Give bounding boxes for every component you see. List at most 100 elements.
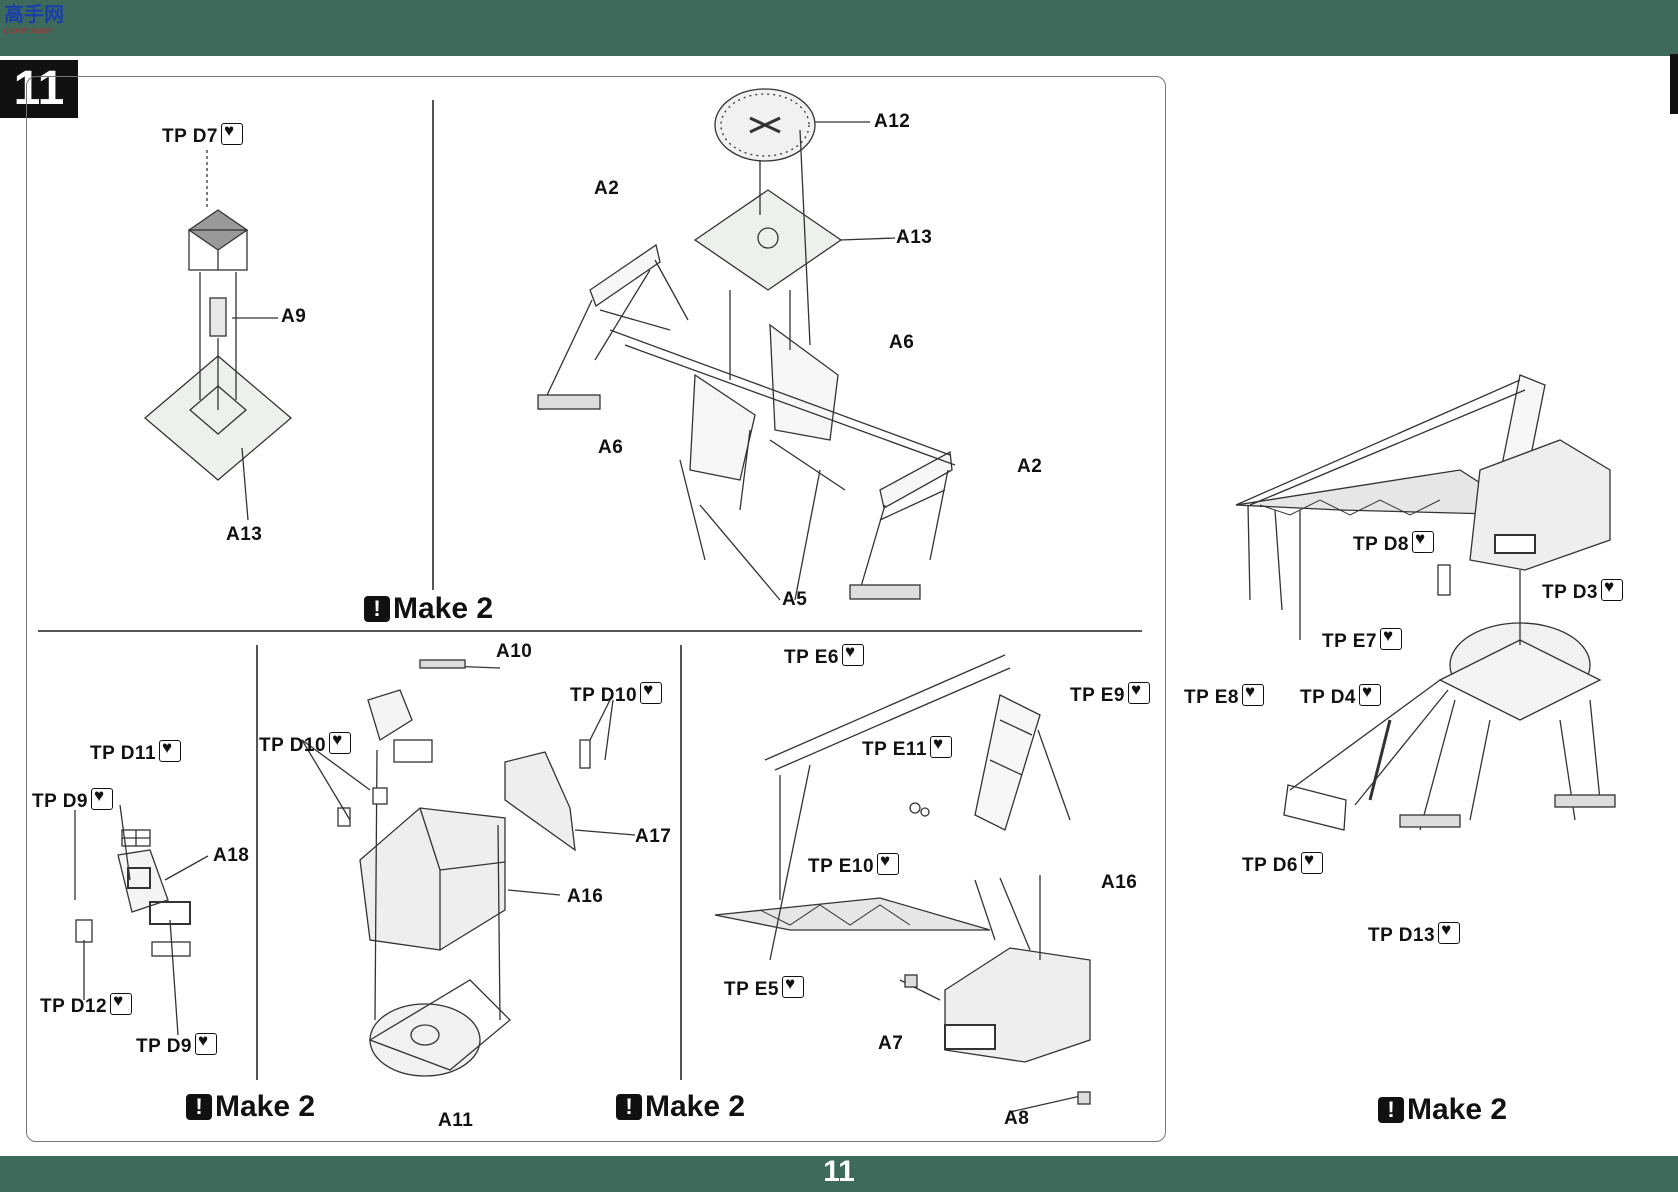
broken-heart-icon: [1127, 680, 1150, 704]
label-text: TP D10: [259, 735, 327, 756]
gantry-subassembly: [537, 88, 956, 601]
label-a7: A7: [878, 1033, 904, 1054]
broken-heart-icon: [1412, 529, 1435, 553]
logo-main-text: 高手网: [4, 4, 64, 26]
broken-heart-icon: [91, 786, 114, 810]
binding-edge-mark: [1670, 54, 1678, 114]
label-text: TP D9: [32, 791, 89, 812]
broken-heart-icon: [221, 121, 244, 145]
label-tp-e10: TP E10: [808, 851, 900, 878]
make-2-note: !Make 2: [364, 592, 493, 626]
label-a13-left: A13: [226, 524, 263, 545]
label-a18: A18: [213, 845, 250, 866]
label-text: TP D10: [570, 685, 638, 706]
site-logo: 高手网 gao-shou.com: [4, 4, 68, 36]
label-tp-d3: TP D3: [1542, 577, 1624, 604]
broken-heart-icon: [1241, 682, 1264, 706]
label-tp-d6: TP D6: [1242, 850, 1324, 877]
label-text: TP E11: [862, 739, 927, 760]
label-tp-d11: TP D11: [90, 738, 182, 765]
label-text: TP E9: [1070, 685, 1125, 706]
header-band: [0, 0, 1678, 56]
logo-sub-text: gao-shou.com: [4, 26, 55, 35]
broken-heart-icon: [1359, 682, 1382, 706]
label-text: TP D13: [1368, 925, 1436, 946]
make-2-note: !Make 2: [616, 1090, 745, 1124]
label-tp-d9-top: TP D9: [32, 786, 114, 813]
label-a8: A8: [1004, 1108, 1030, 1129]
label-a6-right: A6: [889, 332, 915, 353]
make-2-note: !Make 2: [186, 1090, 315, 1124]
label-tp-e5: TP E5: [724, 974, 804, 1001]
label-a5: A5: [782, 589, 808, 610]
label-a16-mid: A16: [567, 886, 604, 907]
label-a2-top: A2: [594, 178, 620, 199]
broken-heart-icon: [640, 680, 663, 704]
exclamation-icon: !: [1378, 1097, 1404, 1123]
make-text: Make 2: [1407, 1093, 1508, 1126]
label-tp-d8: TP D8: [1353, 529, 1435, 556]
label-text: TP D3: [1542, 582, 1599, 603]
make-text: Make 2: [215, 1090, 316, 1123]
label-tp-d10-left: TP D10: [259, 730, 352, 757]
exclamation-icon: !: [364, 596, 390, 622]
label-text: TP E5: [724, 979, 779, 1000]
divider-bottom-2: [680, 645, 682, 1080]
broken-heart-icon: [1601, 577, 1624, 601]
broken-heart-icon: [1301, 850, 1324, 874]
label-tp-d4: TP D4: [1300, 682, 1382, 709]
footer-band: [0, 1156, 1678, 1192]
label-tp-e7: TP E7: [1322, 626, 1402, 653]
label-text: TP D9: [136, 1036, 193, 1057]
label-text: TP D12: [40, 996, 108, 1017]
label-tp-e11: TP E11: [862, 734, 952, 761]
cab-housing-subassembly: [301, 659, 636, 1077]
broken-heart-icon: [159, 738, 182, 762]
label-tp-d12: TP D12: [40, 991, 133, 1018]
label-a12: A12: [874, 111, 911, 132]
crane-complete: [1235, 374, 1616, 831]
page-number: 11: [823, 1155, 855, 1188]
label-a11: A11: [438, 1110, 474, 1131]
cab-window-subassembly: [74, 804, 209, 1036]
exclamation-icon: !: [616, 1094, 642, 1120]
label-text: TP D4: [1300, 687, 1357, 708]
label-text: TP E10: [808, 856, 875, 877]
label-tp-d9-bottom: TP D9: [136, 1031, 218, 1058]
label-text: TP E8: [1184, 687, 1239, 708]
label-a16-right: A16: [1101, 872, 1138, 893]
label-a9: A9: [281, 306, 307, 327]
label-tp-d13: TP D13: [1368, 920, 1461, 947]
label-a2-right: A2: [1017, 456, 1043, 477]
label-a6-left: A6: [598, 437, 624, 458]
label-text: TP D6: [1242, 855, 1299, 876]
make-2-note: !Make 2: [1378, 1093, 1507, 1127]
label-tp-e9: TP E9: [1070, 680, 1150, 707]
broken-heart-icon: [195, 1031, 218, 1055]
label-text: TP D8: [1353, 534, 1410, 555]
step-number: 11: [0, 60, 78, 118]
divider-middle: [38, 630, 1142, 632]
assembly-panel: [26, 76, 1166, 1142]
broken-heart-icon: [877, 851, 900, 875]
boom-subassembly: [714, 654, 1091, 1113]
label-text: TP D11: [90, 743, 157, 764]
label-text: TP E7: [1322, 631, 1377, 652]
label-a10: A10: [496, 641, 533, 662]
exclamation-icon: !: [186, 1094, 212, 1120]
broken-heart-icon: [781, 974, 804, 998]
label-text: TP E6: [784, 647, 839, 668]
broken-heart-icon: [329, 730, 352, 754]
label-a13-mid: A13: [896, 227, 933, 248]
label-a17: A17: [635, 826, 672, 847]
broken-heart-icon: [841, 642, 864, 666]
label-tp-d7: TP D7: [162, 121, 244, 148]
label-text: TP D7: [162, 126, 219, 147]
divider-top: [432, 100, 434, 590]
platform-subassembly: [143, 150, 293, 521]
broken-heart-icon: [929, 734, 952, 758]
make-text: Make 2: [393, 592, 494, 625]
broken-heart-icon: [1438, 920, 1461, 944]
label-tp-e8: TP E8: [1184, 682, 1264, 709]
broken-heart-icon: [1379, 626, 1402, 650]
